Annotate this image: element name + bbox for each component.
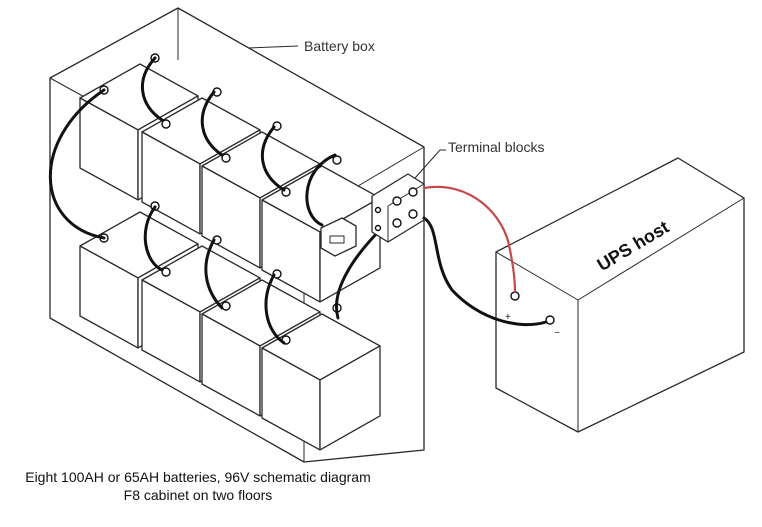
terminal-blocks-callout: Terminal blocks xyxy=(414,139,544,179)
ups-host-box: UPS host + − xyxy=(495,157,745,433)
series-wiring xyxy=(48,56,384,345)
battery-terminal xyxy=(332,155,342,165)
battery-terminal xyxy=(221,153,231,163)
terminal-blocks xyxy=(371,173,425,243)
battery-terminal xyxy=(161,119,171,129)
battery-box-callout: Battery box xyxy=(247,38,375,54)
caption-line-1: Eight 100AH or 65AH batteries, 96V schem… xyxy=(25,469,371,485)
terminal-blocks-label: Terminal blocks xyxy=(448,139,544,155)
battery-8 xyxy=(261,303,381,451)
ups-minus-sign: − xyxy=(554,328,560,339)
ups-positive-terminal xyxy=(510,291,520,301)
ups-plus-sign: + xyxy=(505,312,511,323)
caption-line-2: F8 cabinet on two floors xyxy=(123,487,273,503)
battery-box-label: Battery box xyxy=(304,38,375,54)
battery-terminal xyxy=(161,267,171,277)
ups-cables xyxy=(422,185,548,327)
breaker-switch xyxy=(320,217,357,257)
battery-group xyxy=(79,53,381,451)
ups-negative-terminal xyxy=(545,315,555,325)
